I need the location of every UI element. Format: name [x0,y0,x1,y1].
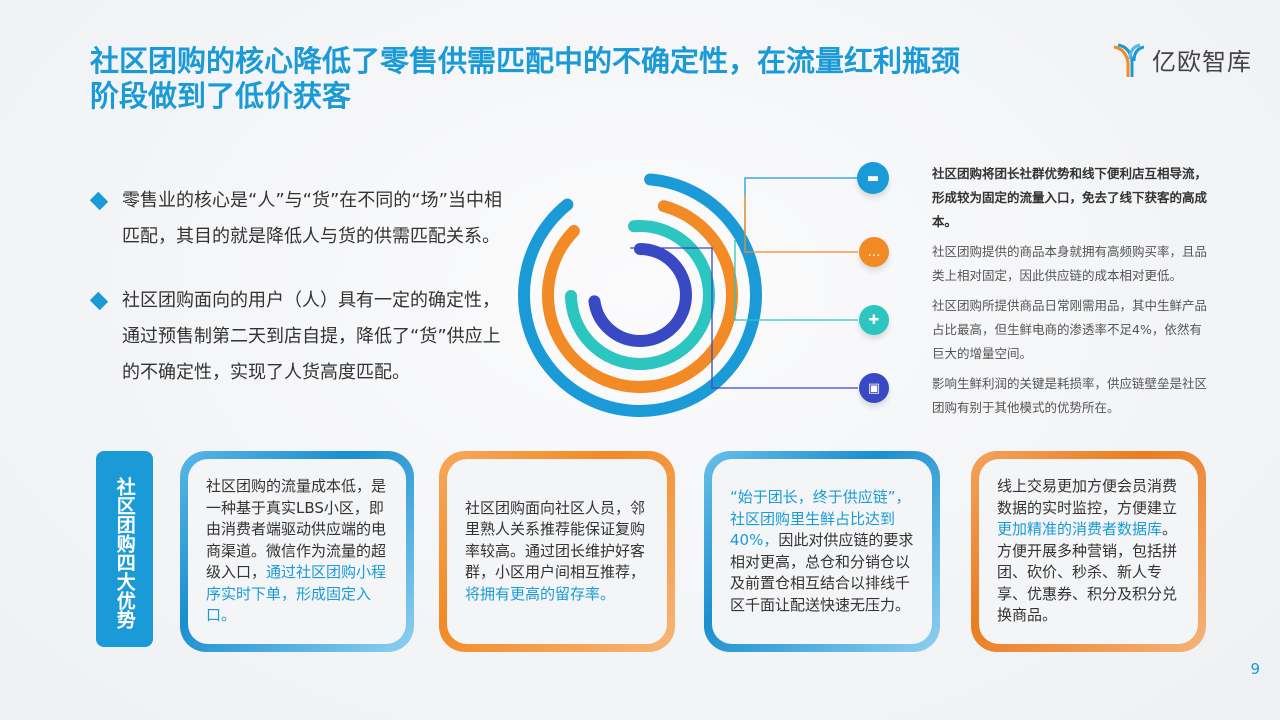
card-highlight: 将拥有更高的留存率。 [465,584,616,603]
card-text: 。方便开展多种营销，包括拼团、砍价、秒杀、新人专享、优惠券、积分及积分兑换商品。 [997,520,1178,625]
ring-blue [518,173,762,417]
briefcase-icon: ▣ [859,373,889,403]
note-text: 社区团购将团长社群优势和线下便利店互相导流，形成较为固定的流量入口，免去了线下获… [932,166,1208,229]
logo: 亿欧智库 [1112,42,1252,77]
ring-teal [565,220,715,370]
card-highlight: “始于团长，终于供应链”，社区团购里生鲜占比达到40%， [730,488,911,549]
ring-orange [542,197,738,393]
logo-mark-icon [1113,43,1145,77]
page-number: 9 [1250,660,1260,678]
ring-indigo [588,243,692,347]
card-highlight: 更加精准的消费者数据库 [997,520,1163,539]
card-highlight: 通过社区团购小程序实时下单，形成固定入口。 [206,563,387,625]
card-text: 线上交易更加方便会员消费数据的实时监控，方便建立 [997,477,1178,517]
connector-orange [744,195,858,253]
bullet-item: 零售业的核心是“人”与“货”在不同的“场”当中相匹配，其目的就是降低人与货的供需… [89,183,510,255]
bullet-item: 社区团购面向的用户（人）具有一定的确定性，通过预售制第二天到店自提，降低了“货”… [89,283,510,391]
card-text: 因此对供应链的要求相对更高，总仓和分销仓以及前置仓相互结合以排线千区千面让配送快… [730,531,914,614]
note-text: 社区团购所提供商品日常刚需用品，其中生鲜产品占比最高，但生鲜电商的渗透率不足4%… [932,298,1208,361]
chat-icon: … [859,237,889,267]
advantage-card: 社区团购的流量成本低，是一种基于真实LBS小区，即由消费者端驱动供应端的电商渠道… [180,451,414,652]
sofa-icon: ▬ [857,162,889,194]
bullet-list: 零售业的核心是“人”与“货”在不同的“场”当中相匹配，其目的就是降低人与货的供需… [89,183,510,419]
logo-text: 亿欧智库 [1152,48,1252,76]
side-label: 社区团购四大优势 [96,451,153,647]
card-text: 社区团购的流量成本低，是一种基于真实LBS小区，即由消费者端驱动供应端的电商渠道… [206,477,387,582]
bullet-text: 零售业的核心是“人”与“货”在不同的“场”当中相匹配，其目的就是降低人与货的供需… [122,190,502,247]
connector-indigo [630,247,858,389]
advantage-card: “始于团长，终于供应链”，社区团购里生鲜占比达到40%，因此对供应链的要求相对更… [704,451,940,652]
note-text: 影响生鲜利润的关键是耗损率，供应链壁垒是社区团购有别于其他模式的优势所在。 [932,376,1208,415]
page-title: 社区团购的核心降低了零售供需匹配中的不确定性，在流量红利瓶颈阶段做到了低价获客 [90,44,961,113]
medical-cross-icon: ✚ [859,305,889,335]
connector-teal [734,240,858,321]
notes-panel: 社区团购将团长社群优势和线下便利店互相导流，形成较为固定的流量入口，免去了线下获… [932,162,1207,426]
advantage-card: 社区团购面向社区人员，邻里熟人关系推荐能保证复购率较高。通过团长维护好客群，小区… [439,451,675,652]
card-text: 社区团购面向社区人员，邻里熟人关系推荐能保证复购率较高。通过团长维护好客群，小区… [465,498,646,582]
note-text: 社区团购提供的商品本身就拥有高频购买率，且品类上相对固定，因此供应链的成本相对更… [932,244,1208,283]
connector-blue [744,177,858,240]
bullet-text: 社区团购面向的用户（人）具有一定的确定性，通过预售制第二天到店自提，降低了“货”… [122,290,501,383]
advantage-card: 线上交易更加方便会员消费数据的实时监控，方便建立更加精准的消费者数据库。方便开展… [971,451,1206,652]
